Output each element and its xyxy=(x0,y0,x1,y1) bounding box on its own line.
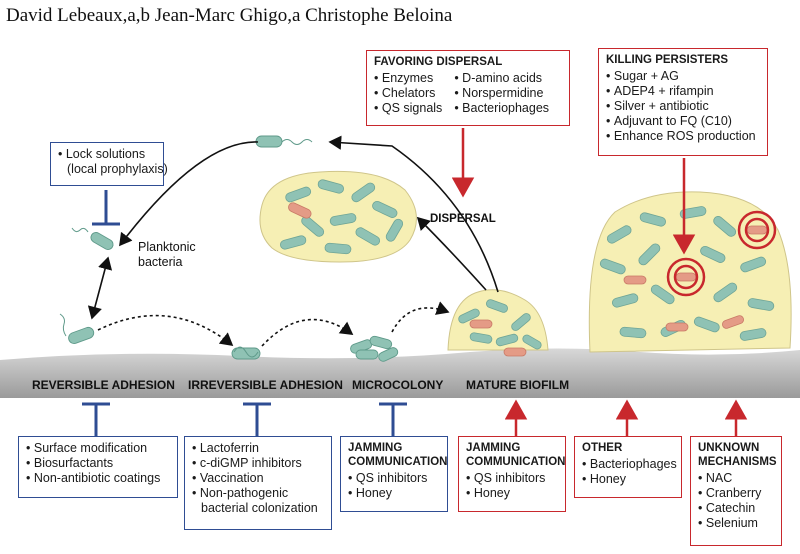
irreversible-box: Lactoferrin c-diGMP inhibitors Vaccinati… xyxy=(184,436,332,530)
dotted-arrow-3 xyxy=(391,301,450,333)
stage-microcolony: MICROCOLONY xyxy=(352,378,444,392)
jamming-red-box: JAMMING COMMUNICATION QS inhibitors Hone… xyxy=(458,436,566,512)
list-item: Bacteriophages xyxy=(454,101,549,116)
list-item: Adjuvant to FQ (C10) xyxy=(606,114,760,129)
list-item: Sugar + AG xyxy=(606,69,760,84)
detach-arrow xyxy=(328,135,499,293)
dispersal-arc-arrow xyxy=(119,141,259,247)
list-item-continued: bacterial colonization xyxy=(201,501,318,515)
killing-persisters-box: KILLING PERSISTERS Sugar + AG ADEP4 + ri… xyxy=(598,48,768,156)
substrate-surface xyxy=(0,348,800,398)
favoring-dispersal-col1: Enzymes Chelators QS signals xyxy=(374,71,442,116)
list-item: D-amino acids xyxy=(454,71,549,86)
dotted-arrow-2 xyxy=(261,318,354,347)
inhibit-reversible xyxy=(82,402,110,436)
other-title: OTHER xyxy=(582,442,623,454)
persister-biofilm-mass xyxy=(588,191,792,353)
list-item: Chelators xyxy=(374,86,442,101)
stage-mature-biofilm: MATURE BIOFILM xyxy=(466,378,570,392)
list-item: c-diGMP inhibitors xyxy=(192,456,324,471)
list-item: Cranberry xyxy=(698,486,774,501)
list-item: Honey xyxy=(582,472,674,487)
favoring-dispersal-title: FAVORING DISPERSAL xyxy=(374,56,503,68)
list-item: Biosurfactants xyxy=(26,456,170,471)
lock-item-detail: (local prophylaxis) xyxy=(67,162,168,176)
unknown-box: UNKNOWN MECHANISMS NAC Cranberry Catechi… xyxy=(690,436,782,546)
list-item: Selenium xyxy=(698,516,774,531)
authors-line: David Lebeaux,a,b Jean-Marc Ghigo,a Chri… xyxy=(6,5,453,26)
favoring-dispersal-box: FAVORING DISPERSAL Enzymes Chelators QS … xyxy=(366,50,570,126)
list-item: Norspermidine xyxy=(454,86,549,101)
stage-reversible-adhesion: REVERSIBLE ADHESION xyxy=(32,378,175,392)
planktonic-label: Planktonic xyxy=(138,240,196,254)
lock-item: Lock solutions xyxy=(58,147,156,162)
inhibit-lock xyxy=(92,190,120,226)
cluster-release-arrow xyxy=(416,216,487,291)
list-item: QS inhibitors xyxy=(348,471,440,486)
list-item: QS signals xyxy=(374,101,442,116)
inhibit-irreversible xyxy=(243,402,271,436)
jamming-blue-title: JAMMING xyxy=(348,442,403,454)
microcolony-cells xyxy=(350,335,399,362)
inhibit-microcolony xyxy=(379,402,407,436)
mature-biofilm-mass xyxy=(447,289,549,357)
list-item: NAC xyxy=(698,471,774,486)
unknown-title-2: MECHANISMS xyxy=(698,456,777,468)
list-item: Surface modification xyxy=(26,441,170,456)
attached-cell xyxy=(59,313,95,344)
bacteria-label: bacteria xyxy=(138,255,183,269)
jamming-red-title: JAMMING xyxy=(466,442,521,454)
list-item: QS inhibitors xyxy=(466,471,558,486)
surface-box: Surface modification Biosurfactants Non-… xyxy=(18,436,178,498)
list-item: Silver + antibiotic xyxy=(606,99,760,114)
attach-detach-arrow xyxy=(87,256,113,320)
irreversible-cell xyxy=(231,346,261,360)
dispersed-cluster xyxy=(259,170,417,263)
lock-solutions-box: Lock solutions (local prophylaxis) xyxy=(50,142,168,186)
stage-irreversible-adhesion: IRREVERSIBLE ADHESION xyxy=(188,378,343,392)
list-item: ADEP4 + rifampin xyxy=(606,84,760,99)
list-item: Non-antibiotic coatings xyxy=(26,471,170,486)
jamming-red-title-2: COMMUNICATION xyxy=(466,456,566,468)
jamming-blue-title-2: COMMUNICATION xyxy=(348,456,448,468)
list-item: Enhance ROS production xyxy=(606,129,760,144)
list-item: Enzymes xyxy=(374,71,442,86)
list-item: Bacteriophages xyxy=(582,457,677,472)
planktonic-cell-top xyxy=(255,135,313,148)
planktonic-cell-left xyxy=(71,227,114,250)
killing-persisters-title: KILLING PERSISTERS xyxy=(606,54,729,66)
list-item: Catechin xyxy=(698,501,774,516)
unknown-title: UNKNOWN xyxy=(698,442,760,454)
dispersal-label: DISPERSAL xyxy=(430,213,496,225)
favoring-dispersal-col2: D-amino acids Norspermidine Bacteriophag… xyxy=(454,71,549,116)
other-box: OTHER Bacteriophages Honey xyxy=(574,436,682,498)
jamming-blue-box: JAMMING COMMUNICATION QS inhibitors Hone… xyxy=(340,436,448,512)
dotted-arrow-1 xyxy=(97,314,234,347)
list-item: Vaccination xyxy=(192,471,324,486)
list-item: Non-pathogenic xyxy=(192,486,324,501)
list-item: Honey xyxy=(348,486,440,501)
list-item: Lactoferrin xyxy=(192,441,324,456)
list-item: Honey xyxy=(466,486,558,501)
